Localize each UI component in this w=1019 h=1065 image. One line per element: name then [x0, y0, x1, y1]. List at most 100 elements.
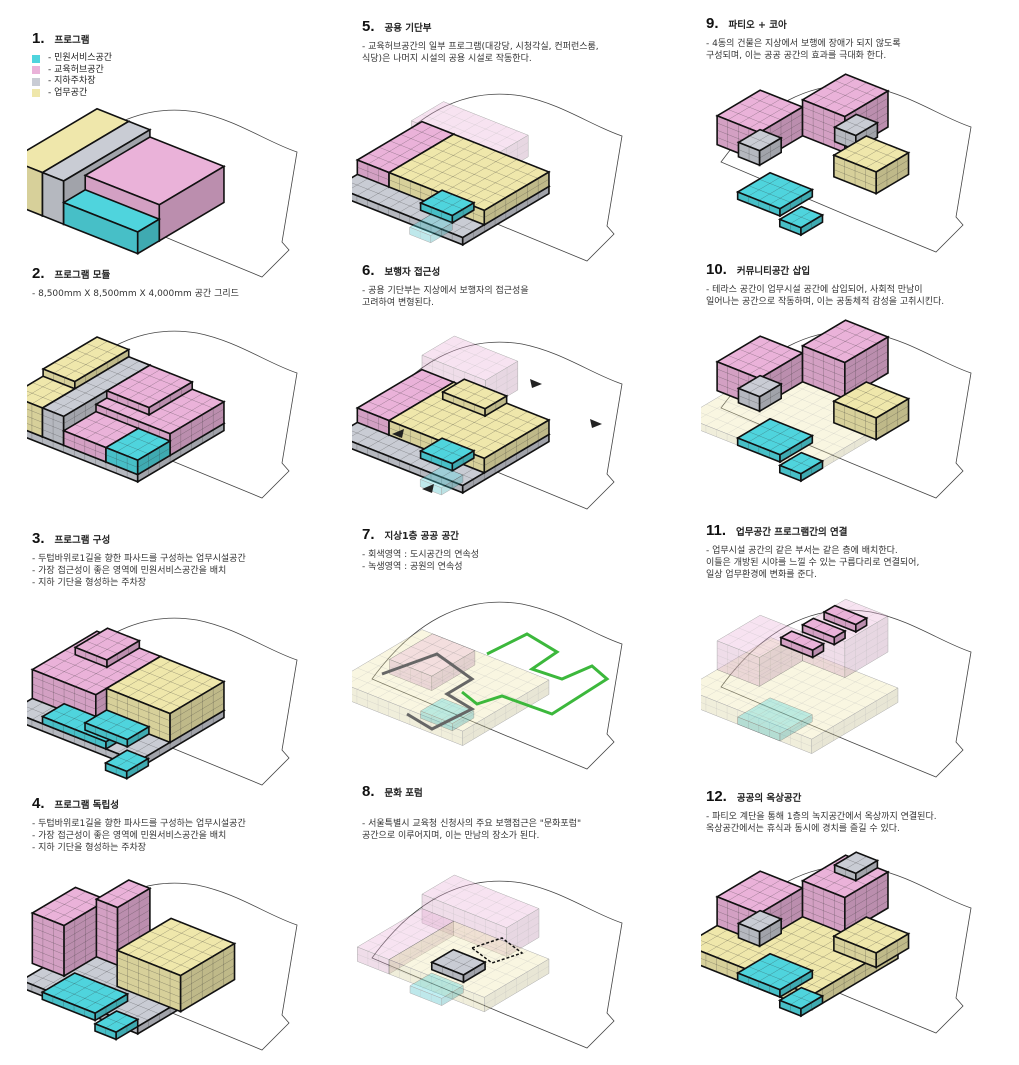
axonometric-drawing [352, 93, 623, 262]
panel-header: 8. 문화 포럼 [362, 783, 682, 800]
description-line: - 지하 기단을 형성하는 주차장 [32, 578, 147, 588]
program-block [736, 128, 783, 167]
program-block [61, 188, 162, 256]
program-block [832, 916, 911, 969]
panel-header: 4. 프로그램 독립성 [32, 795, 352, 812]
panel-number: 1. [32, 30, 45, 47]
panel-title: 문화 포럼 [384, 788, 423, 799]
panel-9: 9. 파티오 + 코아 - 4동의 건물은 지상에서 보행에 장애가 되지 않도록… [706, 15, 1019, 270]
axonometric-drawing [701, 598, 972, 778]
panel-number: 10. [706, 261, 727, 278]
axonometric-drawing [701, 319, 972, 499]
panel-number: 11. [706, 522, 727, 539]
program-block [822, 604, 869, 634]
axonometric-drawing [715, 73, 972, 253]
description-line: - 8,500mm X 8,500mm X 4,000mm 공간 그리드 [32, 289, 239, 299]
description-line: - 가장 접근성이 좋은 영역에 민원서비스공간을 배치 [32, 831, 227, 841]
panel-number: 2. [32, 265, 45, 282]
program-block [777, 451, 825, 483]
program-block [777, 205, 825, 237]
description-line: - 회색영역 : 도시공간의 연속성 [362, 550, 480, 560]
panel-title: 공용 기단부 [384, 23, 432, 34]
access-arrow-icon [590, 419, 602, 428]
panel-10: 10. 커뮤니티공간 삽입 - 테라스 공간이 업무시설 공간에 삽입되어, 사회… [701, 261, 1019, 516]
axonometric-drawing [27, 617, 298, 786]
panel-4: 4. 프로그램 독립성 - 두텁바위로1길을 향한 파사드를 구성하는 업무시설공… [27, 795, 352, 1051]
panel-description: - 두텁바위로1길을 향한 파사드를 구성하는 업무시설공간- 가장 접근성이 … [32, 553, 352, 589]
program-block [103, 749, 151, 781]
panel-title: 보행자 접근성 [384, 267, 441, 278]
description-line: - 파티오 계단을 통해 1층의 녹지공간에서 옥상까지 연결된다. [706, 812, 937, 822]
description-line: 식당)은 나머지 시설의 공용 시설로 작동한다. [362, 54, 532, 64]
panel-header: 9. 파티오 + 코아 [706, 15, 1019, 32]
legend-item: - 업무공간 [32, 88, 352, 100]
access-arrow-icon [530, 379, 542, 388]
panel-8: 8. 문화 포럼 - 서울특별시 교육청 신청사의 주요 보행접근은 "문화포럼… [356, 783, 682, 1049]
program-block [356, 908, 455, 975]
axonometric-drawing [27, 330, 298, 499]
program-block [701, 637, 899, 755]
legend-swatch [32, 77, 40, 86]
description-line: 일상 업무환경에 변화를 준다. [706, 570, 817, 580]
program-block [800, 319, 890, 401]
legend-item: - 교육허브공간 [32, 65, 352, 77]
panel-description: - 8,500mm X 8,500mm X 4,000mm 공간 그리드 [32, 288, 352, 300]
legend-item: - 민원서비스공간 [32, 53, 352, 65]
program-block [735, 171, 815, 218]
legend-label: - 업무공간 [48, 87, 88, 98]
panel-description: - 파티오 계단을 통해 1층의 녹지공간에서 옥상까지 연결된다. 옥상공간에서… [706, 811, 1019, 835]
panel-description: - 서울특별시 교육청 신청사의 주요 보행접근은 "문화포럼"공간으로 이루어… [362, 806, 682, 842]
program-block [418, 189, 476, 225]
description-line: 구성되며, 이는 공공 공간의 효과를 극대화 한다. [706, 51, 887, 61]
panel-7: 7. 지상1층 공공 공간- 회색영역 : 도시공간의 연속성- 녹생영역 : … [352, 526, 682, 781]
description-line: 일어나는 공간으로 작동하며, 이는 공동체적 감성을 고취시킨다. [706, 297, 945, 307]
panel-title: 파티오 + 코아 [728, 20, 787, 31]
program-block [736, 909, 783, 948]
panel-title: 커뮤니티공간 삽입 [736, 266, 811, 277]
panel-title: 프로그램 모듈 [54, 270, 111, 281]
axonometric-drawing [27, 107, 298, 278]
panel-1: 1. 프로그램 - 민원서비스공간- 교육허브공간- 지하주차장- 업무공간 [27, 30, 352, 285]
description-line: - 테라스 공간이 업무시설 공간에 삽입되어, 사회적 만남이 [706, 285, 923, 295]
panel-number: 12. [706, 788, 727, 805]
axonometric-drawing [352, 335, 623, 510]
program-block [420, 697, 475, 732]
program-block [832, 135, 911, 196]
panel-number: 7. [362, 526, 375, 543]
description-line [362, 806, 682, 818]
description-line: - 서울특별시 교육청 신청사의 주요 보행접근은 "문화포럼" [362, 819, 582, 829]
program-block [800, 617, 847, 647]
program-block [779, 630, 826, 659]
program-block [419, 466, 464, 496]
program-block [735, 952, 815, 999]
panel-header: 11. 업무공간 프로그램간의 연결 [706, 522, 1019, 539]
panel-number: 4. [32, 795, 45, 812]
panel-header: 12. 공공의 옥상공간 [706, 788, 1019, 805]
description-line: - 지하 기단을 형성하는 주차장 [32, 843, 147, 853]
axonometric-drawing [352, 601, 623, 770]
description-line: - 가장 접근성이 좋은 영역에 민원서비스공간을 배치 [32, 566, 227, 576]
access-arrow-icon [392, 429, 404, 438]
description-line: 옥상공간에서는 휴식과 동시에 경치를 즐길 수 있다. [706, 824, 900, 834]
program-block [30, 886, 109, 978]
program-block [440, 378, 509, 418]
program-block [737, 697, 813, 742]
description-line: - 4동의 건물은 지상에서 보행에 장애가 되지 않도록 [706, 39, 901, 49]
panel-12: 12. 공공의 옥상공간 - 파티오 계단을 통해 1층의 녹지공간에서 옥상까지… [701, 788, 1019, 1043]
park-continuity-outline [461, 632, 610, 716]
legend: - 민원서비스공간- 교육허브공간- 지하주차장- 업무공간 [32, 53, 352, 99]
panel-2: 2. 프로그램 모듈 - 8,500mm X 8,500mm X 4,000mm … [27, 265, 352, 520]
axonometric-drawing [356, 874, 623, 1049]
urban-continuity-outline [381, 652, 476, 731]
panel-header: 1. 프로그램 [32, 30, 352, 47]
panel-title: 프로그램 [54, 35, 90, 46]
program-block [429, 948, 487, 984]
panel-description: - 두텁바위로1길을 향한 파사드를 구성하는 업무시설공간- 가장 접근성이 … [32, 818, 352, 854]
panel-header: 7. 지상1층 공공 공간 [362, 526, 682, 543]
program-block [777, 986, 825, 1018]
panel-title: 업무공간 프로그램간의 연결 [736, 527, 848, 538]
program-block [115, 917, 237, 1014]
